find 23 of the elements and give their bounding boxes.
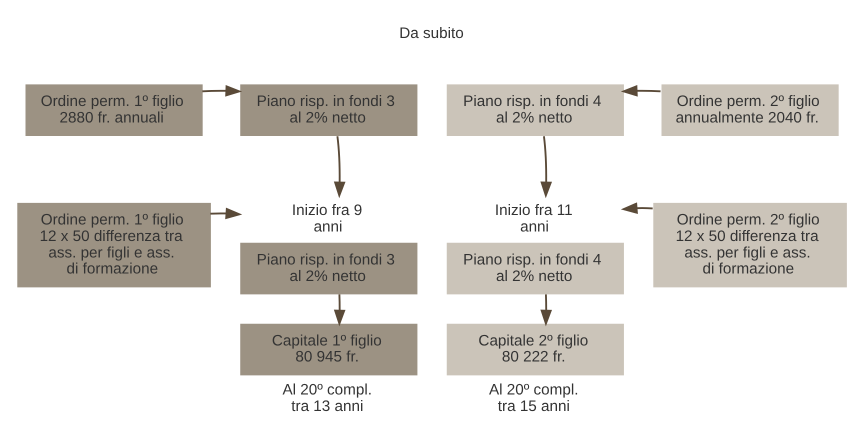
node-box: Piano risp. in fondi 3 al 2% netto xyxy=(240,84,418,136)
arrow xyxy=(540,294,552,326)
node-box: Ordine perm. 1º figlio 12 x 50 differenza tra ass. per figli e ass. di formazione xyxy=(17,202,211,288)
node-label: Al 20º compl. tra 15 anni xyxy=(489,382,578,415)
arrow xyxy=(620,202,653,214)
node-box: Piano risp. in fondi 4 al 2% netto xyxy=(446,84,624,136)
node-box: Ordine perm. 2º figlio 12 x 50 differenza tra ass. per figli e ass. di formazione xyxy=(653,202,847,288)
node-box: Piano risp. in fondi 4 al 2% netto xyxy=(446,242,624,294)
node-label: Al 20º compl. tra 13 anni xyxy=(282,382,372,415)
arrow xyxy=(620,84,661,97)
node-box: Capitale 2º figlio 80 222 fr. xyxy=(446,324,624,376)
node-label: Inizio fra 11 anni xyxy=(494,202,573,236)
node-box: Ordine perm. 2º figlio annualmente 2040 fr. xyxy=(662,84,839,136)
arrow xyxy=(334,136,346,198)
label: Da subito xyxy=(399,24,464,42)
node-label: Inizio fra 9 anni xyxy=(292,202,362,236)
arrow xyxy=(334,294,346,326)
node-box: Ordine perm. 1º figlio 2880 fr. annuali xyxy=(26,84,203,136)
arrow xyxy=(210,208,242,220)
arrow xyxy=(540,136,552,198)
node-box: Piano risp. in fondi 3 al 2% netto xyxy=(240,242,418,294)
arrow xyxy=(202,84,242,97)
node-box: Capitale 1º figlio 80 945 fr. xyxy=(240,324,418,376)
